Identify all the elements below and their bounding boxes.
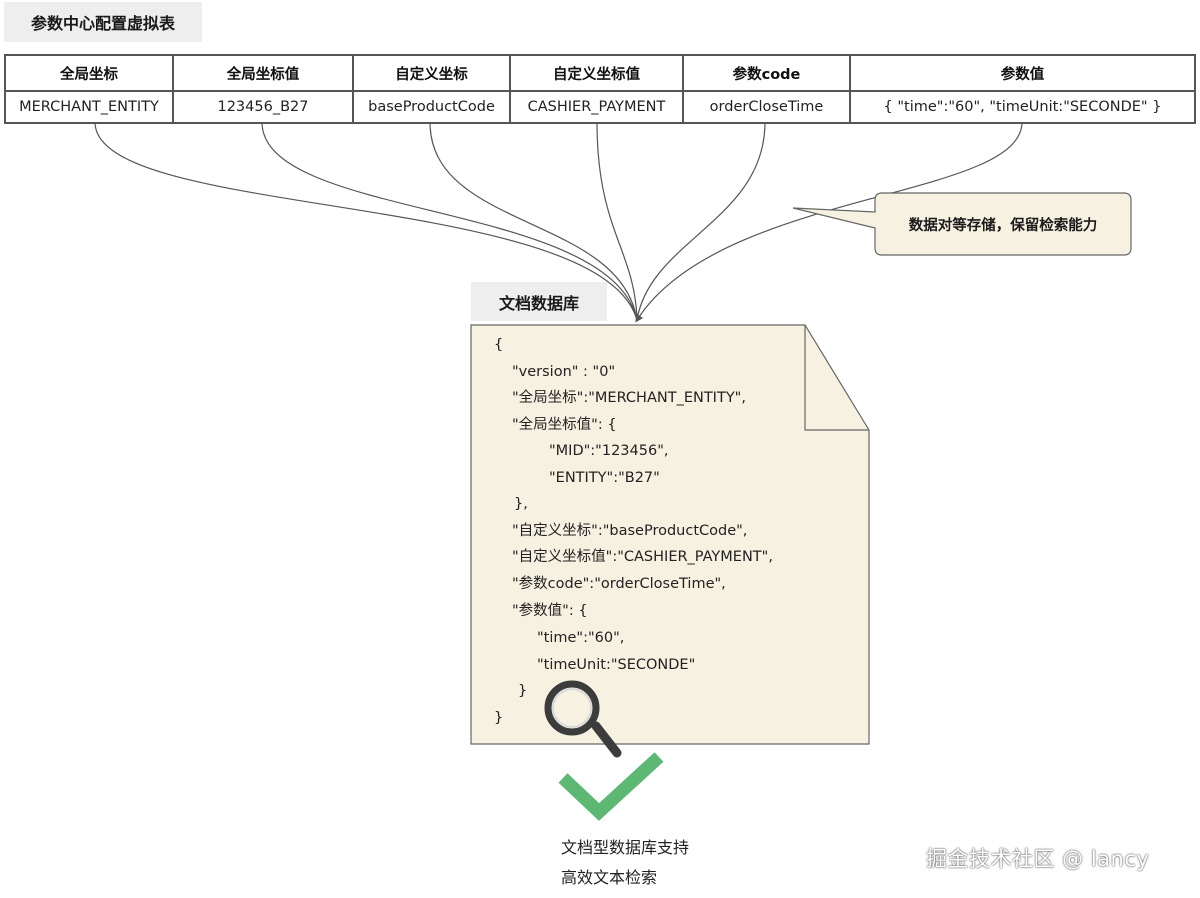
table-title: 参数中心配置虚拟表 bbox=[4, 2, 202, 42]
watermark: 掘金技术社区 @ lancy bbox=[926, 847, 1150, 871]
document-shape bbox=[470, 324, 870, 745]
header-cell-global-coordinate: 全局坐标 bbox=[4, 54, 174, 92]
document-line: "version" : "0" bbox=[512, 364, 616, 380]
header-cell-param-value: 参数值 bbox=[849, 54, 1196, 92]
document-line: }, bbox=[514, 496, 528, 512]
document-fold bbox=[804, 325, 869, 431]
table-row: MERCHANT_ENTITY 123456_B27 baseProductCo… bbox=[4, 90, 1196, 124]
document-line: "timeUnit:"SECONDE" bbox=[537, 657, 696, 673]
document-line: "time":"60", bbox=[537, 630, 625, 646]
connector-line bbox=[261, 121, 638, 321]
config-table: 全局坐标 全局坐标值 自定义坐标 自定义坐标值 参数code 参数值 MERCH… bbox=[4, 54, 1196, 124]
document-line: } bbox=[494, 710, 504, 726]
header-cell-global-coordinate-value: 全局坐标值 bbox=[172, 54, 354, 92]
caption: 文档型数据库支持 高效文本检索 bbox=[561, 833, 689, 893]
connector-line bbox=[94, 121, 638, 321]
document-line: "参数值": { bbox=[512, 603, 588, 619]
connector-line bbox=[636, 121, 766, 321]
callout-bubble bbox=[792, 192, 1132, 256]
connector-line bbox=[635, 121, 1023, 323]
callout-text: 数据对等存储，保留检索能力 bbox=[908, 217, 1098, 234]
table-cell: MERCHANT_ENTITY bbox=[4, 90, 174, 124]
document-line: "ENTITY":"B27" bbox=[549, 470, 660, 486]
document-db-title: 文档数据库 bbox=[471, 282, 607, 321]
document-line: "全局坐标":"MERCHANT_ENTITY", bbox=[512, 390, 746, 406]
caption-line: 文档型数据库支持 bbox=[561, 838, 690, 857]
magnifier-icon bbox=[544, 680, 622, 758]
header-cell-custom-coordinate: 自定义坐标 bbox=[352, 54, 511, 92]
header-cell-param-code: 参数code bbox=[682, 54, 851, 92]
document-line: "全局坐标值": { bbox=[512, 417, 617, 433]
document-line: } bbox=[518, 683, 528, 699]
table-cell: baseProductCode bbox=[352, 90, 511, 124]
document-line: "自定义坐标":"baseProductCode", bbox=[512, 523, 748, 539]
checkmark-icon bbox=[558, 752, 664, 821]
connector-line bbox=[596, 121, 638, 321]
document-line: "自定义坐标值":"CASHIER_PAYMENT", bbox=[512, 549, 773, 565]
connector-lines bbox=[94, 121, 1023, 323]
connector-line bbox=[429, 121, 638, 321]
table-cell: orderCloseTime bbox=[682, 90, 851, 124]
header-cell-custom-coordinate-value: 自定义坐标值 bbox=[509, 54, 684, 92]
caption-line: 高效文本检索 bbox=[561, 868, 658, 887]
document-line: "参数code":"orderCloseTime", bbox=[512, 576, 726, 592]
table-cell: 123456_B27 bbox=[172, 90, 354, 124]
document-line: "MID":"123456", bbox=[549, 443, 669, 459]
document-line: { bbox=[494, 337, 504, 353]
table-header-row: 全局坐标 全局坐标值 自定义坐标 自定义坐标值 参数code 参数值 bbox=[4, 54, 1196, 92]
